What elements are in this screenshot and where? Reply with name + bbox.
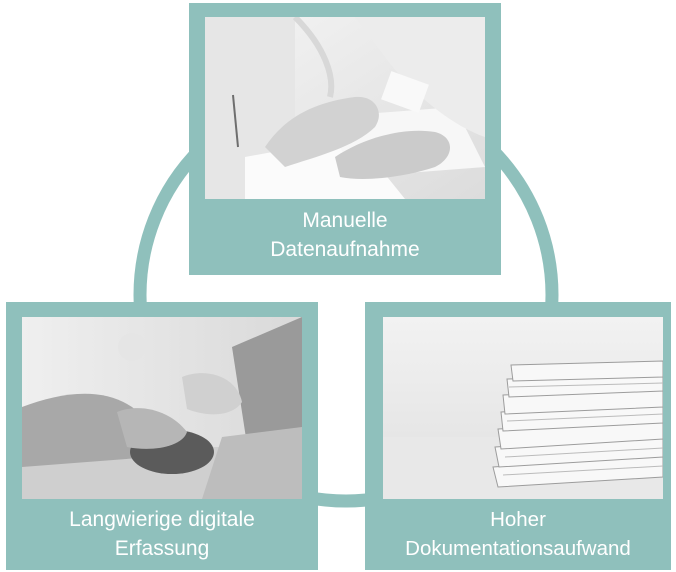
hand-writing-on-paper-photo [205,17,485,199]
process-card-manual-data-entry: Manuelle Datenaufnahme [189,3,501,275]
process-label: Hoher Dokumentationsaufwand [365,505,671,563]
label-line-2: Dokumentationsaufwand [405,537,631,560]
process-label: Langwierige digitale Erfassung [6,505,318,563]
label-line-2: Datenaufnahme [270,238,420,261]
label-line-2: Erfassung [114,537,210,560]
label-line-1: Manuelle [302,209,388,232]
label-line-1: Langwierige digitale [69,508,255,531]
process-card-slow-digital-capture: Langwierige digitale Erfassung [6,302,318,570]
label-line-1: Hoher [490,508,546,531]
stack-of-documents-photo [383,317,663,499]
hand-on-computer-mouse-photo [22,317,302,499]
process-card-high-documentation-effort: Hoher Dokumentationsaufwand [365,302,671,570]
process-label: Manuelle Datenaufnahme [189,206,501,264]
